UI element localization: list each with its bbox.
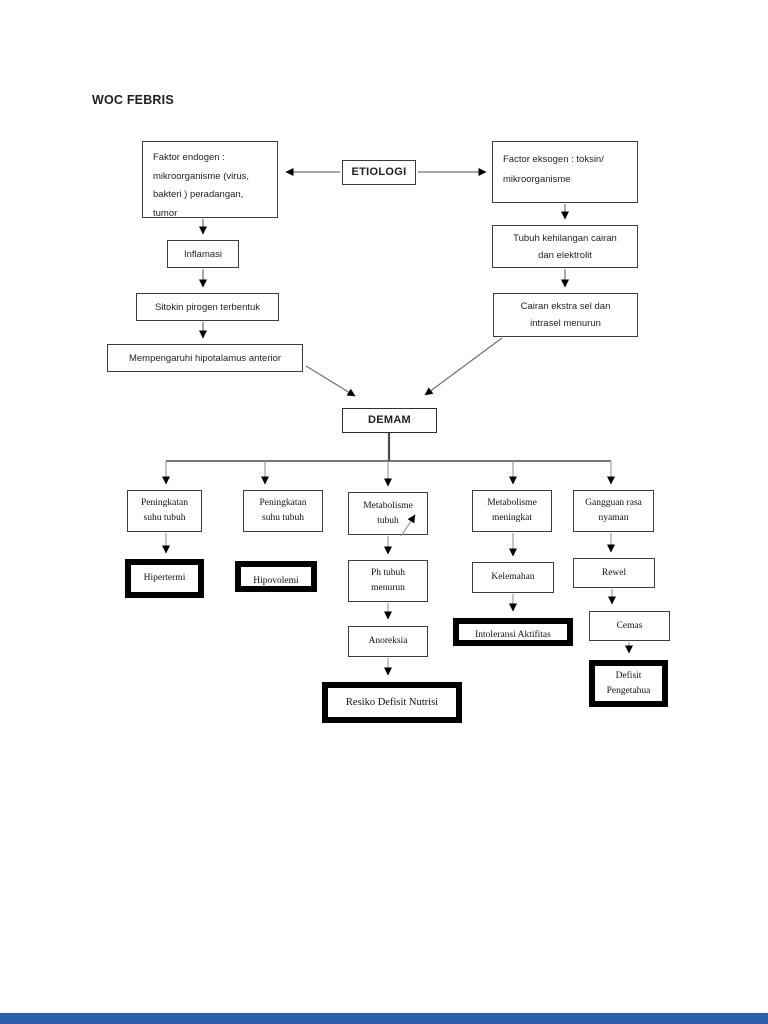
page-title: WOC FEBRIS [92, 93, 174, 107]
node-factor-eksogen: Factor eksogen : toksin/ mikroorganisme [492, 141, 638, 203]
arrow-cairan-to-demam [424, 337, 503, 396]
node-peningkatan-suhu-1: Peningkatan suhu tubuh [127, 490, 202, 532]
node-hipotalamus-anterior: Mempengaruhi hipotalamus anterior [107, 344, 303, 372]
node-gangguan-rasa-nyaman: Gangguan rasa nyaman [573, 490, 654, 532]
node-kelemahan: Kelemahan [472, 562, 554, 593]
node-defisit-pengetahuan: Defisit Pengetahua [589, 660, 668, 707]
node-etiologi: ETIOLOGI [342, 160, 416, 185]
node-faktor-endogen: Faktor endogen : mikroorganisme (virus, … [142, 141, 278, 219]
node-anoreksia: Anoreksia [348, 626, 428, 657]
node-sitokin-pirogen: Sitokin pirogen terbentuk [136, 293, 279, 321]
node-demam: DEMAM [342, 408, 437, 433]
node-metabolisme-tubuh: Metabolisme tubuh [348, 492, 428, 535]
node-tubuh-kehilangan-cairan: Tubuh kehilangan cairan dan elektrolit [492, 225, 638, 268]
node-inflamasi: Inflamasi [167, 240, 239, 268]
node-cemas: Cemas [589, 611, 670, 641]
node-resiko-defisit-nutrisi: Resiko Defisit Nutrisi [322, 682, 462, 723]
node-hipertermi: Hipertermi [125, 559, 204, 598]
node-ph-tubuh-menurun: Ph tubuh menurun [348, 560, 428, 602]
node-rewel: Rewel [573, 558, 655, 588]
node-metabolisme-meningkat: Metabolisme meningkat [472, 490, 552, 532]
page-footer-bar [0, 1013, 768, 1024]
arrow-hipotalamus-to-demam [305, 365, 356, 397]
node-cairan-ekstra-sel: Cairan ekstra sel dan intrasel menurun [493, 293, 638, 337]
node-hipovolemi: Hipovolemi [235, 561, 317, 592]
node-peningkatan-suhu-2: Peningkatan suhu tubuh [243, 490, 323, 532]
demam-distribution-line [166, 433, 611, 462]
node-intoleransi-aktifitas: Intoleransi Aktifitas [453, 618, 573, 646]
